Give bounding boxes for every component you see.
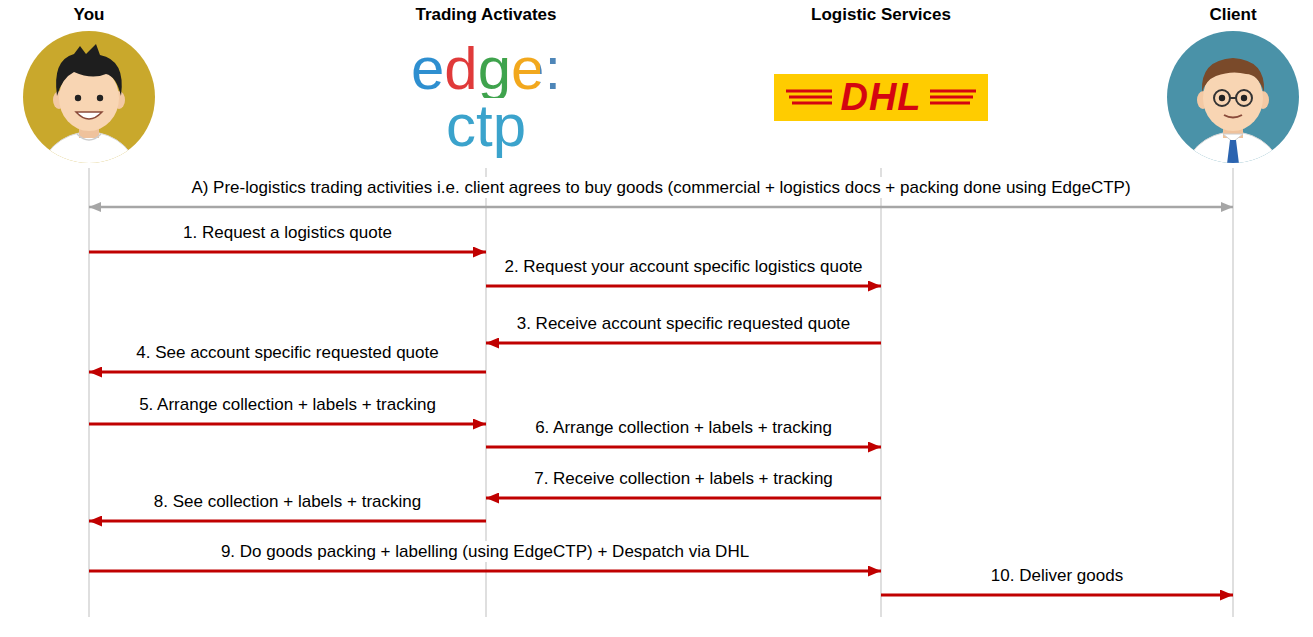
message-label: 2. Request your account specific logisti… <box>500 256 866 277</box>
logo-text: DHL <box>840 76 921 118</box>
message-label: 5. Arrange collection + labels + trackin… <box>135 394 440 415</box>
message-arrow <box>89 423 486 426</box>
message-label: 4. See account specific requested quote <box>132 342 442 363</box>
participant-avatar: Client <box>1166 4 1300 164</box>
message-label: 3. Receive account specific requested qu… <box>513 313 855 334</box>
participant-logo: Logistic ServicesDHL <box>774 4 988 121</box>
message-arrow <box>486 285 881 288</box>
logo-text: ctp <box>446 98 526 154</box>
message-label: 7. Receive collection + labels + trackin… <box>530 468 837 489</box>
participant-heading: Client <box>1209 4 1256 26</box>
grey-double-arrow <box>89 206 1233 209</box>
avatar-illustration <box>1166 30 1300 164</box>
lifeline <box>89 168 90 617</box>
participant-logo: Trading Activates edge:ctp <box>411 4 561 154</box>
message-label: 10. Deliver goods <box>987 565 1127 586</box>
avatar-illustration <box>22 30 156 164</box>
message-label: 9. Do goods packing + labelling (using E… <box>217 541 753 562</box>
participant-heading: Logistic Services <box>811 4 951 26</box>
lifeline <box>881 168 882 617</box>
message-arrow <box>89 371 486 374</box>
edges <box>89 207 1233 595</box>
participant-avatar: You <box>22 4 156 164</box>
message-arrow <box>89 520 486 523</box>
logo-text: edge: <box>411 40 561 98</box>
message-arrow <box>89 251 486 254</box>
message-arrow <box>89 570 881 573</box>
lifelines <box>89 168 1233 617</box>
message-arrow <box>881 594 1233 597</box>
message-label: 6. Arrange collection + labels + trackin… <box>531 417 836 438</box>
dhl-logo: DHL <box>774 74 988 121</box>
participant-heading: Trading Activates <box>415 4 556 26</box>
message-arrow <box>486 497 881 500</box>
message-label: 8. See collection + labels + tracking <box>150 491 425 512</box>
lifeline <box>1233 168 1234 617</box>
message-label: A) Pre-logistics trading activities i.e.… <box>187 177 1134 198</box>
message-arrow <box>486 342 881 345</box>
message-label: 1. Request a logistics quote <box>179 222 396 243</box>
participant-heading: You <box>74 4 105 26</box>
message-arrow <box>486 446 881 449</box>
